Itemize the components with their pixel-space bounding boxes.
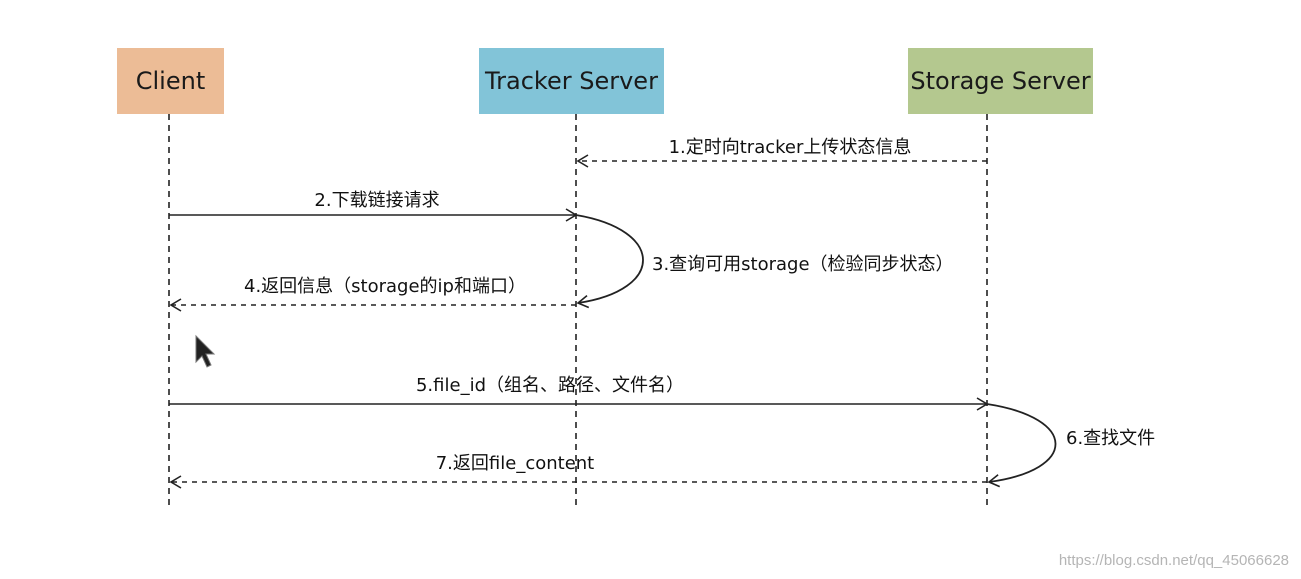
actor-tracker-label: Tracker Server [484, 67, 658, 95]
message-2-label: 2.下载链接请求 [314, 190, 439, 211]
message-7-label: 7.返回file_content [436, 453, 595, 474]
actor-tracker-box [479, 48, 664, 114]
message-6-label: 6.查找文件 [1066, 428, 1155, 449]
message-1-label: 1.定时向tracker上传状态信息 [669, 137, 912, 158]
actor-client-box [117, 48, 224, 114]
actor-storage: Storage Server [908, 48, 1093, 114]
actor-storage-label: Storage Server [910, 67, 1090, 95]
message-3-arrow [575, 214, 644, 309]
actor-storage-box [908, 48, 1093, 114]
actor-client-label: Client [136, 67, 205, 95]
message-4-label: 4.返回信息（storage的ip和端口） [244, 276, 526, 297]
message-5-label: 5.file_id（组名、路径、文件名） [416, 375, 684, 396]
watermark: https://blog.csdn.net/qq_45066628 [1058, 552, 1289, 569]
message-6-arrow [986, 403, 1057, 488]
actor-client: Client [117, 48, 224, 114]
message-3-label: 3.查询可用storage（检验同步状态） [652, 254, 954, 275]
actor-tracker: Tracker Server [479, 48, 664, 114]
mouse-pointer-icon [195, 334, 216, 368]
